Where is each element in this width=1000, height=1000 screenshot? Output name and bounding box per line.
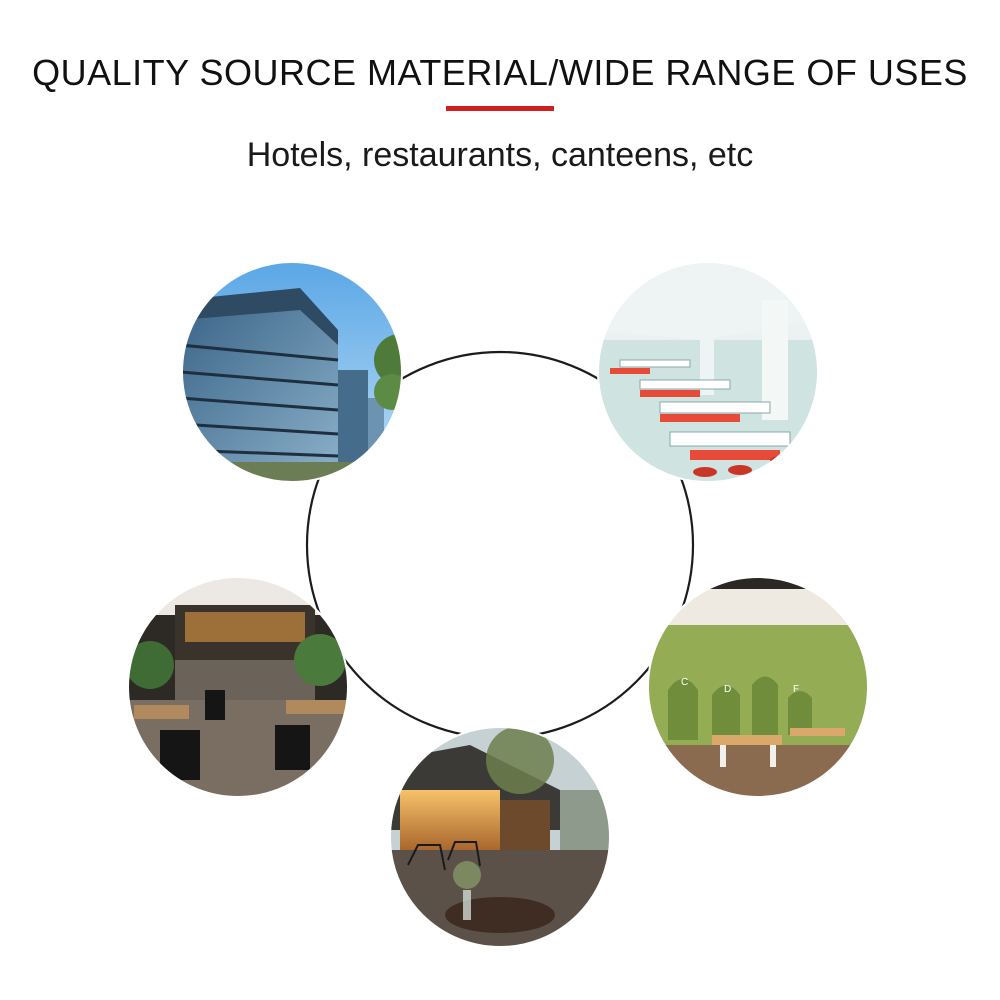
courtyard-cafe-photo [390,727,610,947]
page-title: QUALITY SOURCE MATERIAL/WIDE RANGE OF US… [32,52,968,93]
page-subtitle: Hotels, restaurants, canteens, etc [246,136,754,174]
office-building-photo [182,262,402,482]
title-underline [446,106,554,111]
svg-text:D: D [724,684,731,695]
svg-text:C: C [681,677,688,688]
svg-text:F: F [793,684,799,695]
